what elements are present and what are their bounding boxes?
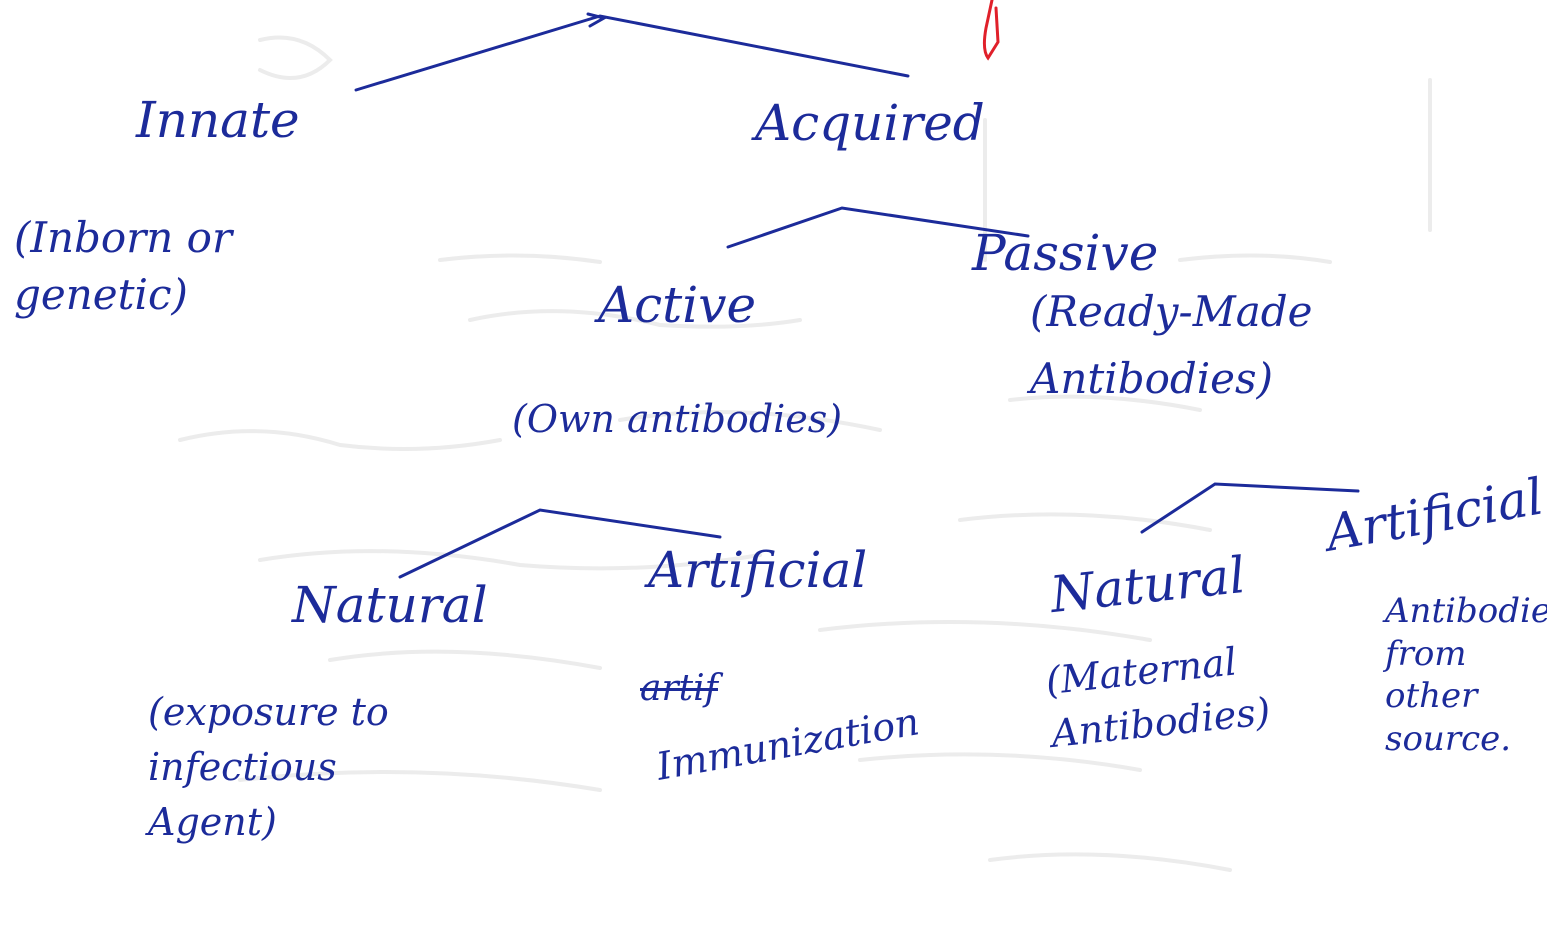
- active-note: (Own antibodies): [512, 397, 843, 441]
- acquired-label: Acquired: [755, 94, 985, 152]
- innate-label: Innate: [136, 91, 300, 149]
- active-label: Active: [598, 276, 757, 334]
- passive-note: (Ready-Made Antibodies): [1030, 287, 1313, 404]
- active-branch: [398, 508, 722, 579]
- active-natural-note: (exposure to infectious Agent): [148, 690, 389, 845]
- innate-note: (Inborn or genetic): [14, 213, 233, 319]
- active-natural-label: Natural: [292, 576, 488, 634]
- struck-out-word: artif: [640, 668, 718, 709]
- active-artificial-label: Artificial: [648, 541, 868, 599]
- root-arrow: [586, 12, 608, 28]
- passive-artificial-note: Antibodies from other source.: [1385, 591, 1547, 759]
- passive-label: Passive: [972, 224, 1159, 282]
- red-check-mark: [982, 0, 1000, 61]
- passive-branch: [1140, 482, 1360, 534]
- root-branch: [354, 14, 910, 92]
- acquired-branch: [726, 206, 1030, 249]
